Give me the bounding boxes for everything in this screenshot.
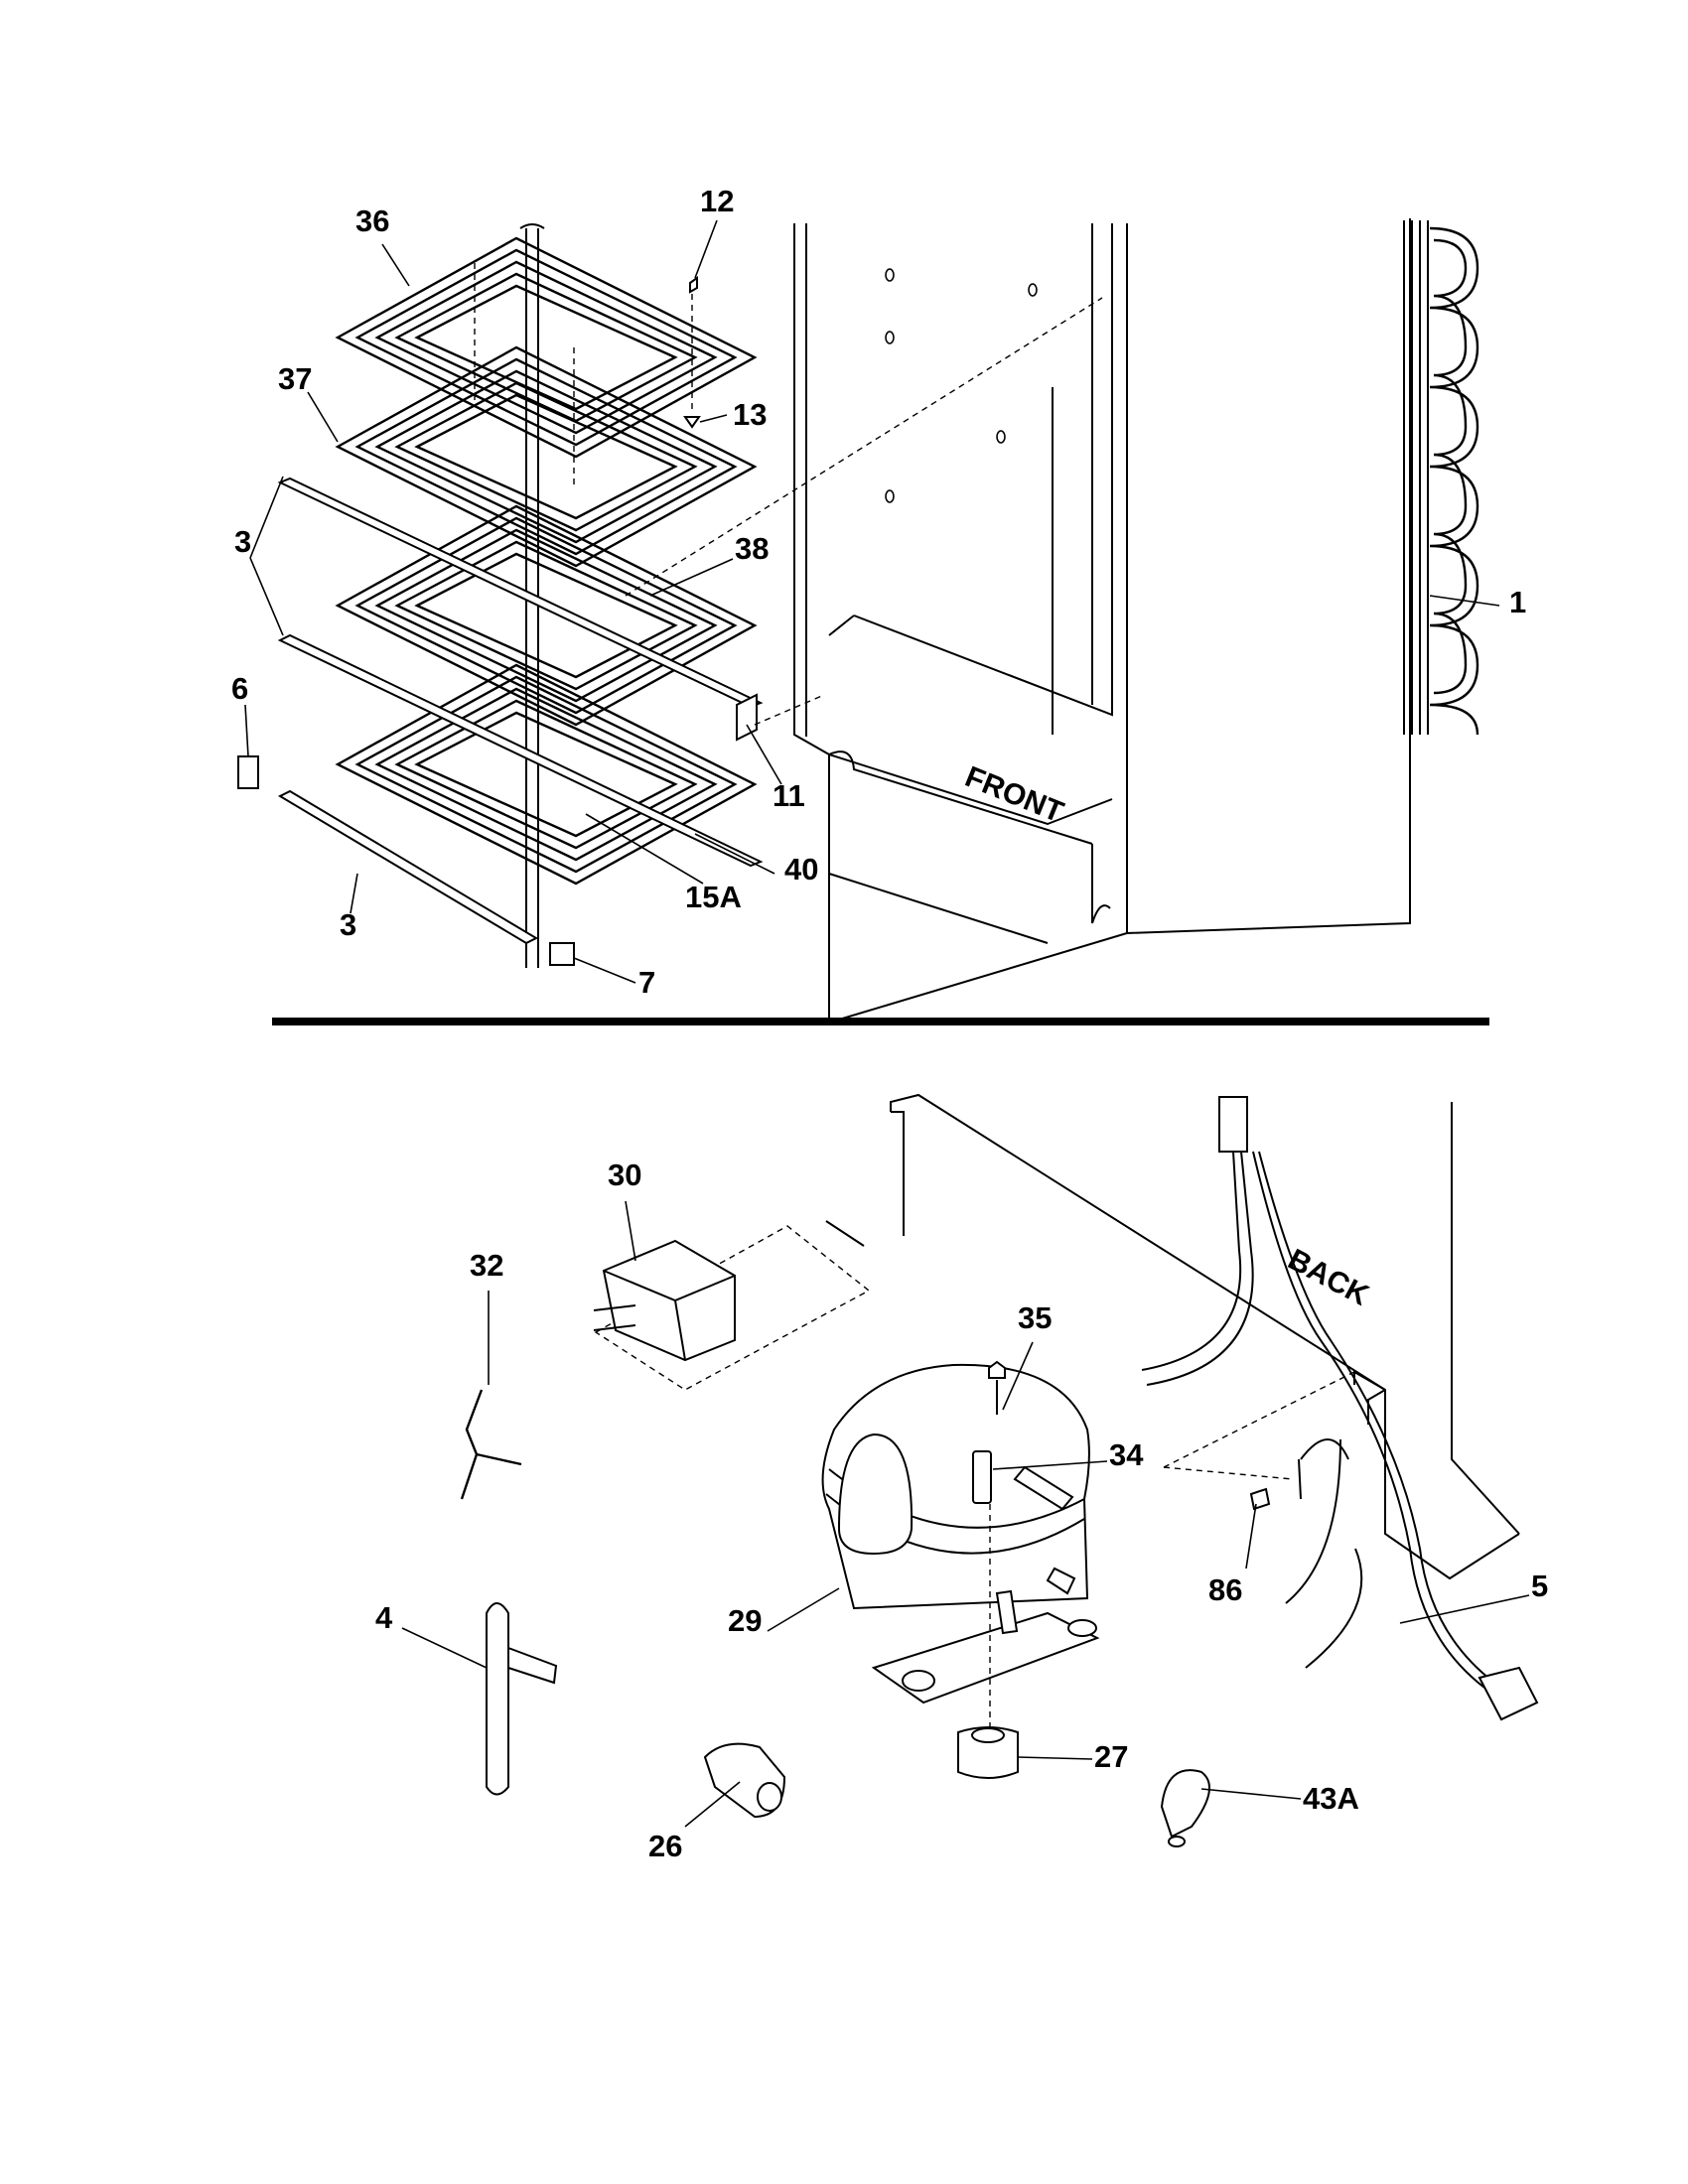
callout-43A: 43A: [1303, 1781, 1359, 1816]
upper-leader-lines: [244, 219, 1500, 984]
callout-4: 4: [375, 1600, 393, 1635]
compressor: [821, 1360, 1100, 1727]
wire-harness: [1141, 1096, 1539, 1721]
section-divider: [272, 1018, 1489, 1025]
callout-29: 29: [728, 1603, 762, 1638]
callout-27: 27: [1094, 1739, 1128, 1774]
callout-40: 40: [784, 852, 818, 887]
part-callouts: 1 3 3 6 7 11 12 13 15A 36 37 38 40 4 5 2…: [231, 184, 1548, 1863]
callout-13: 13: [733, 397, 767, 432]
callout-15A: 15A: [685, 880, 742, 914]
coil-shelf: [335, 236, 758, 459]
callout-30: 30: [608, 1158, 641, 1192]
callout-11: 11: [773, 778, 805, 813]
callout-3: 3: [234, 524, 251, 559]
back-label: BACK: [1283, 1243, 1374, 1312]
machine-compartment: [594, 1093, 1520, 1580]
relay-overload: [593, 1239, 736, 1362]
callout-5: 5: [1531, 1569, 1548, 1603]
callout-3: 3: [340, 907, 356, 942]
callout-7: 7: [638, 965, 655, 1000]
callout-35: 35: [1018, 1300, 1052, 1335]
callout-1: 1: [1509, 585, 1526, 619]
callout-38: 38: [735, 531, 769, 566]
cabinet-body: [625, 218, 1411, 1024]
side-condenser-coil: [1403, 220, 1479, 736]
callout-26: 26: [648, 1829, 682, 1863]
lower-leader-lines: [401, 1200, 1530, 1828]
callout-32: 32: [470, 1248, 503, 1283]
callout-34: 34: [1109, 1437, 1144, 1472]
callout-36: 36: [355, 204, 389, 238]
callout-86: 86: [1208, 1572, 1242, 1607]
callout-6: 6: [231, 671, 248, 706]
shelf-coil-assembly: [237, 223, 764, 968]
callout-12: 12: [700, 184, 734, 218]
orientation-labels: FRONT BACK: [960, 760, 1374, 1312]
callout-37: 37: [278, 361, 312, 396]
small-parts: [460, 1389, 1271, 1847]
